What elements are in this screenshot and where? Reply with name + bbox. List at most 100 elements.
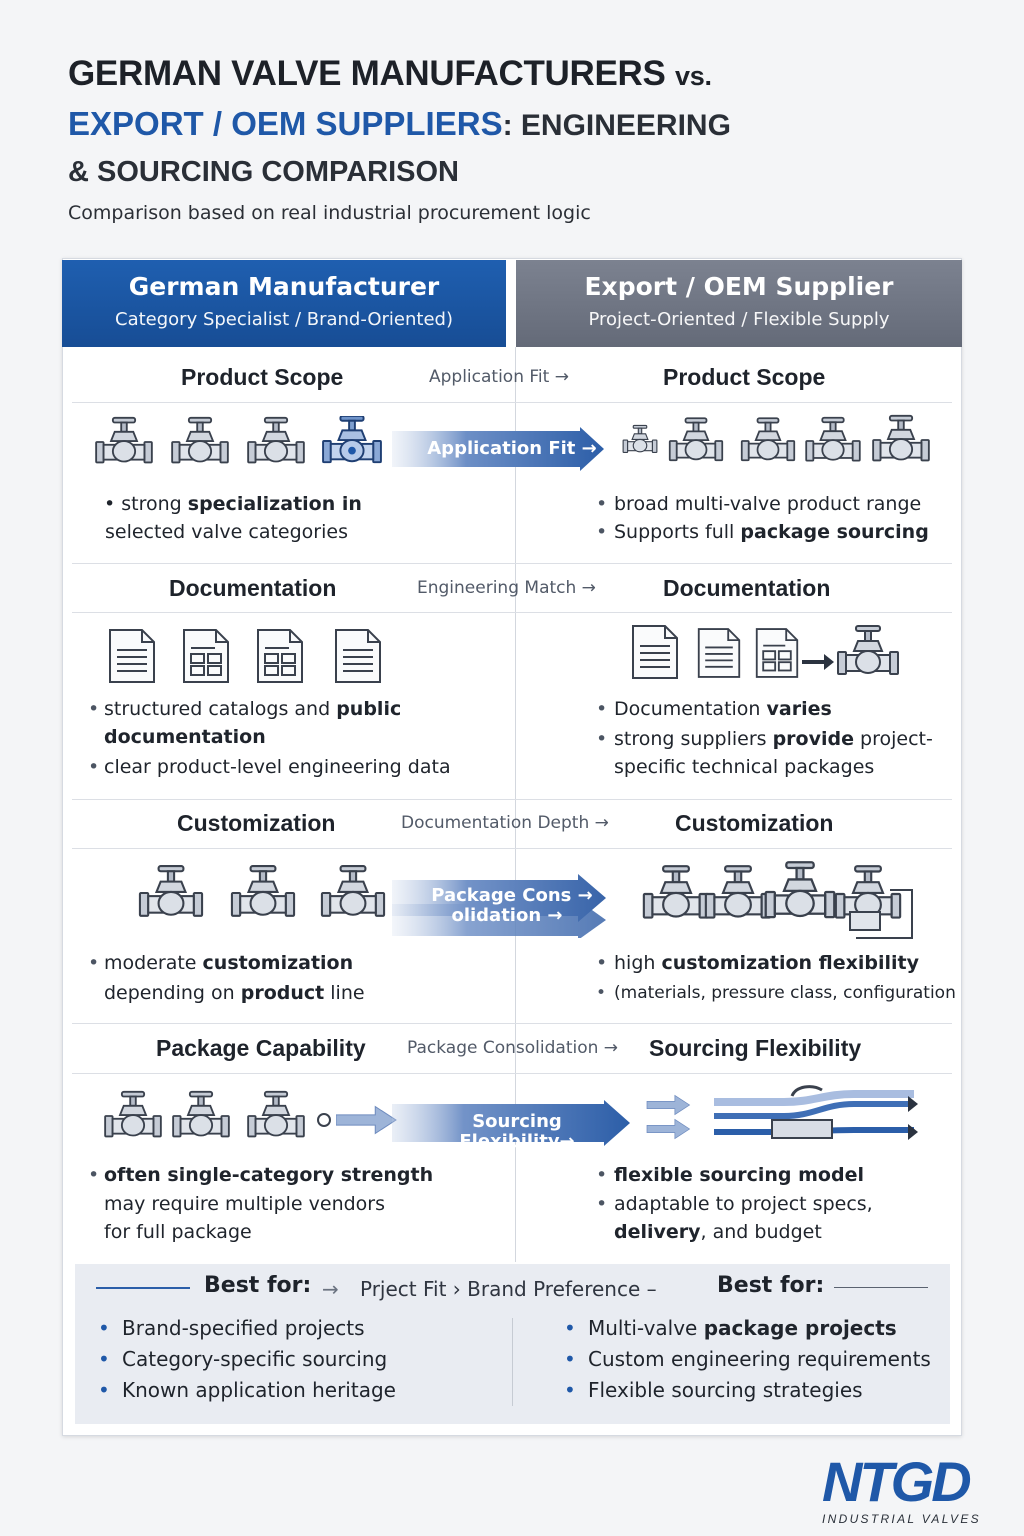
company-logo: NTGD INDUSTRIAL VALVES bbox=[822, 1450, 992, 1527]
bullet-text: strong suppliers bbox=[614, 728, 773, 750]
valve-icons-german bbox=[95, 416, 382, 464]
best-for-label-left: Best for: bbox=[204, 1273, 312, 1298]
bullet-text: selected valve categories bbox=[105, 521, 348, 543]
section-mid-label: Application Fit → bbox=[429, 367, 569, 387]
bullet-text: • strong bbox=[104, 493, 188, 515]
list-item: Known application heritage bbox=[98, 1375, 396, 1406]
section-title-right: Customization bbox=[675, 810, 834, 836]
title-line-2-rest: : ENGINEERING bbox=[502, 109, 731, 142]
column-header-german: German Manufacturer Category Specialist … bbox=[62, 260, 506, 347]
bullet-text: and bbox=[288, 698, 337, 720]
sourcing-flow-icon-export bbox=[646, 1085, 918, 1140]
section-title-left: Package Capability bbox=[156, 1035, 366, 1061]
valve-icons-german-custom bbox=[138, 864, 386, 917]
bullet-text: Supports full bbox=[614, 521, 741, 543]
section-divider bbox=[72, 848, 952, 849]
section-divider bbox=[72, 563, 952, 564]
section-divider bbox=[72, 402, 952, 403]
document-icons-export bbox=[632, 624, 900, 679]
bullet-text: , and budget bbox=[700, 1221, 822, 1243]
bullet-text: high bbox=[614, 952, 662, 974]
bullet-text-bold: customization bbox=[202, 952, 354, 974]
best-for-list-german: Brand-specified projects Category-specif… bbox=[98, 1313, 396, 1406]
bullet-text-bold: package sourcing bbox=[740, 521, 929, 543]
title-line-1: GERMAN VALVE MANUFACTURERS bbox=[68, 54, 666, 93]
list-item: Custom engineering requirements bbox=[564, 1344, 931, 1375]
section-title-left: Product Scope bbox=[181, 364, 344, 390]
valve-assembly-icon-export bbox=[642, 861, 913, 939]
bullet-text: depending on bbox=[104, 982, 241, 1004]
bullet-text: broad multi-valve product range bbox=[596, 490, 956, 518]
list-item: Flexible sourcing strategies bbox=[564, 1375, 931, 1406]
bullet-text-bold: specialization in bbox=[187, 493, 362, 515]
bullets-german-customization: moderate customization depending on prod… bbox=[88, 948, 508, 1008]
bullets-export-package: flexible sourcing model adaptable to pro… bbox=[596, 1161, 956, 1246]
band-label: Sourcing Flexibility→ bbox=[459, 1111, 575, 1152]
bullet-text-bold: provide bbox=[772, 728, 854, 750]
bullet-text-bold: often single-category strength bbox=[104, 1164, 434, 1186]
column-subtitle-german: Category Specialist / Brand-Oriented) bbox=[115, 309, 453, 330]
section-mid-label: Engineering Match → bbox=[417, 578, 596, 598]
bullet-text: structured catalogs bbox=[104, 698, 289, 720]
column-subtitle-export: Project-Oriented / Flexible Supply bbox=[588, 309, 890, 330]
bullet-text-bold: varies bbox=[766, 698, 832, 720]
section-divider bbox=[72, 612, 952, 613]
best-for-label-right: Best for: bbox=[717, 1273, 825, 1298]
bullet-text: moderate bbox=[104, 952, 203, 974]
list-item-text-bold: package projects bbox=[703, 1316, 897, 1340]
logo-wordmark: NTGD bbox=[822, 1450, 972, 1513]
bullets-german-documentation: structured catalogs and public documenta… bbox=[88, 695, 508, 781]
sourcing-flexibility-arrow: Sourcing Flexibility→ bbox=[392, 1100, 632, 1152]
column-title-german: German Manufacturer bbox=[128, 272, 440, 301]
bullet-text: may require multiple vendors bbox=[104, 1193, 386, 1215]
list-item: Category-specific sourcing bbox=[98, 1344, 396, 1375]
bottom-divider bbox=[512, 1318, 513, 1406]
section-mid-label: Package Consolidation → bbox=[407, 1038, 619, 1058]
application-fit-arrow: Application Fit → bbox=[392, 427, 607, 471]
bullet-text: adaptable to project specs, bbox=[596, 1190, 956, 1218]
column-title-export: Export / OEM Supplier bbox=[584, 272, 894, 301]
page-title: GERMAN VALVE MANUFACTURERS vs. EXPORT / … bbox=[68, 50, 968, 196]
bullet-text-bold: product bbox=[240, 982, 325, 1004]
section-divider bbox=[72, 1073, 952, 1074]
bullet-text: specific technical packages bbox=[614, 756, 875, 778]
logo-tagline: INDUSTRIAL VALVES bbox=[822, 1512, 981, 1526]
bullet-text: for full package bbox=[104, 1221, 252, 1243]
bullet-text-bold: documentation bbox=[104, 726, 266, 748]
bullet-text-bold: flexible sourcing model bbox=[614, 1164, 864, 1186]
bullets-export-documentation: Documentation varies strong suppliers pr… bbox=[596, 695, 956, 781]
section-title-right: Sourcing Flexibility bbox=[649, 1035, 862, 1061]
list-item-text: Multi-valve bbox=[588, 1316, 704, 1340]
list-item: Brand-specified projects bbox=[98, 1313, 396, 1344]
best-for-middle-text: Prject Fit › Brand Preference – bbox=[360, 1277, 657, 1301]
bullet-text: project- bbox=[854, 728, 933, 750]
bullet-text: clear product-level engineering data bbox=[88, 753, 508, 781]
bullets-german-scope: • strong specialization in selected valv… bbox=[88, 490, 488, 546]
section-title-right: Documentation bbox=[663, 575, 831, 601]
title-vs: vs. bbox=[675, 61, 712, 91]
bullet-text: (materials, pressure class, configuratio… bbox=[596, 978, 966, 1008]
package-consolidation-arrow: Package Cons → olidation → bbox=[392, 874, 612, 938]
bullet-text: Documentation bbox=[614, 698, 767, 720]
column-divider bbox=[515, 347, 516, 1262]
section-title-right: Product Scope bbox=[663, 364, 826, 390]
band-label: olidation → bbox=[451, 905, 563, 926]
column-header-export: Export / OEM Supplier Project-Oriented /… bbox=[516, 260, 962, 347]
page-subtitle: Comparison based on real industrial proc… bbox=[68, 202, 591, 224]
section-mid-label: Documentation Depth → bbox=[401, 813, 609, 833]
title-line-2-highlight: EXPORT / OEM SUPPLIERS bbox=[68, 105, 503, 142]
bullet-text: line bbox=[324, 982, 365, 1004]
bullet-text-bold: customization flexibility bbox=[661, 952, 920, 974]
bullet-text-bold: delivery bbox=[614, 1221, 701, 1243]
document-icons-german bbox=[108, 628, 382, 684]
decor-line bbox=[834, 1287, 928, 1288]
bullets-export-scope: broad multi-valve product range Supports… bbox=[596, 490, 956, 546]
bullets-german-package: often single-category strength may requi… bbox=[88, 1161, 508, 1246]
title-line-3: & SOURCING COMPARISON bbox=[68, 156, 459, 188]
band-label: Application Fit → bbox=[427, 438, 597, 459]
section-divider bbox=[72, 1023, 952, 1024]
valve-icons-german-package bbox=[104, 1090, 397, 1138]
best-for-list-export: Multi-valve package projects Custom engi… bbox=[564, 1313, 931, 1406]
valve-icons-export bbox=[622, 414, 930, 462]
band-label: Package Cons → bbox=[431, 885, 593, 906]
